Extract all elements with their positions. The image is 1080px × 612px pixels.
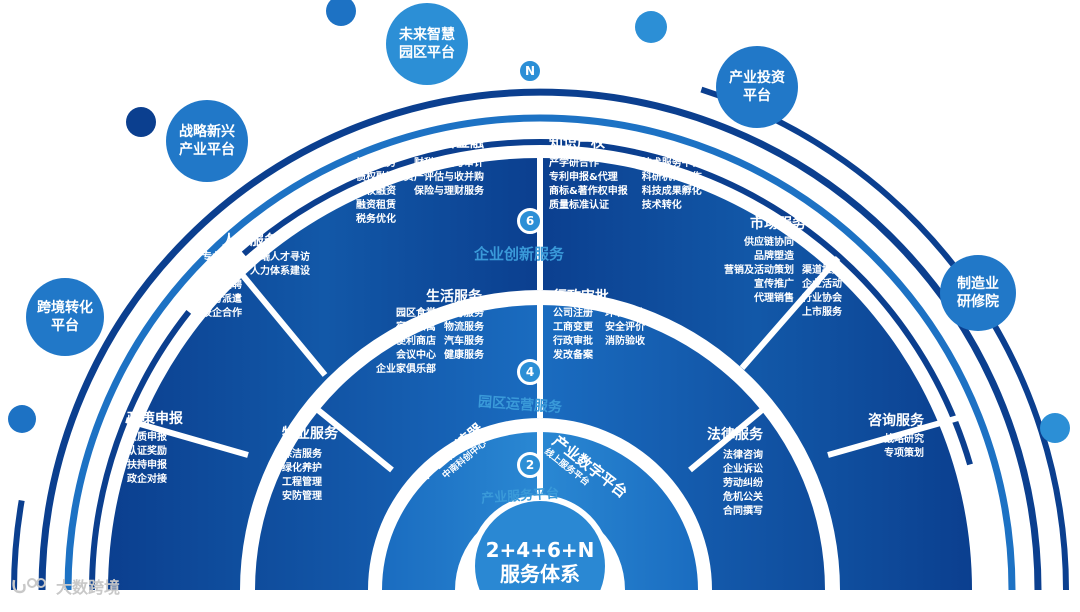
core-label: 2+4+6+N 服务体系	[485, 538, 595, 586]
logo-icon	[12, 578, 46, 594]
segment-policy-declaration[interactable]: 政策申报 资质申报 认证奖励 扶持申报 政企对接	[127, 411, 183, 485]
badge-2: 2	[517, 452, 543, 478]
platform-cross-border[interactable]: 跨境转化平台	[26, 278, 104, 356]
platform-industry-investment[interactable]: 产业投资平台	[716, 46, 798, 128]
segment-property-service[interactable]: 物业服务 保洁服务 绿化养护 工程管理 安防管理	[282, 426, 338, 502]
segment-integrated-finance[interactable]: 综合金融 投资服务 债权融资 股权融资 融资租赁 税务优化 财税代理与审计 资产…	[356, 135, 484, 225]
badge-4: 4	[517, 359, 543, 385]
watermark: 大数跨境	[10, 574, 120, 598]
outer-arc-3	[89, 139, 991, 591]
segment-admin-approval[interactable]: 行政审批 公司注册 工商变更 行政审批 发改备案 环境评价 安全评价 消防验收	[553, 289, 645, 361]
outer-arc-1	[38, 88, 1042, 591]
outer-arc-4	[11, 61, 1069, 591]
segment-life-service[interactable]: 生活服务 园区食堂 宿舍公寓 便利商店 会议中心 企业家俱乐部 教育服务 物流服…	[376, 289, 484, 375]
badge-n: N	[517, 58, 543, 84]
outer-arcs	[11, 61, 1069, 591]
segment-legal-service[interactable]: 法律服务 法律咨询 企业诉讼 劳动纠纷 危机公关 合同撰写	[707, 427, 763, 517]
segment-market-service[interactable]: 市场服务 供应链协同 品牌塑造 营销及活动策划 宣传推广 代理销售 渠道推广 企…	[724, 216, 842, 318]
ring-6-segments	[108, 150, 972, 590]
segment-intellectual-property[interactable]: 知识产权 产学研合作 专利申报&代理 商标&著作权申报 质量标准认证 技术服务平…	[549, 135, 702, 211]
outer-arc-2	[64, 114, 1016, 591]
badge-6: 6	[517, 208, 543, 234]
decorative-dots	[8, 0, 1070, 443]
platform-strategic-emerging[interactable]: 战略新兴产业平台	[166, 100, 248, 182]
segment-consulting-service[interactable]: 咨询服务 战略研究 专项策划	[868, 413, 924, 459]
segment-talent-service[interactable]: 人才服务 专业培训 社保代理 专场招聘 劳务派遣 校企合作 高端人才寻访 人力体…	[202, 233, 310, 319]
core-circle	[469, 495, 611, 612]
platform-manufacturing-institute[interactable]: 制造业研修院	[940, 255, 1016, 331]
platform-future-smart-park[interactable]: 未来智慧园区平台	[386, 3, 468, 85]
ring-6-label: 企业创新服务	[474, 245, 565, 263]
ring-4-segments	[255, 300, 825, 590]
